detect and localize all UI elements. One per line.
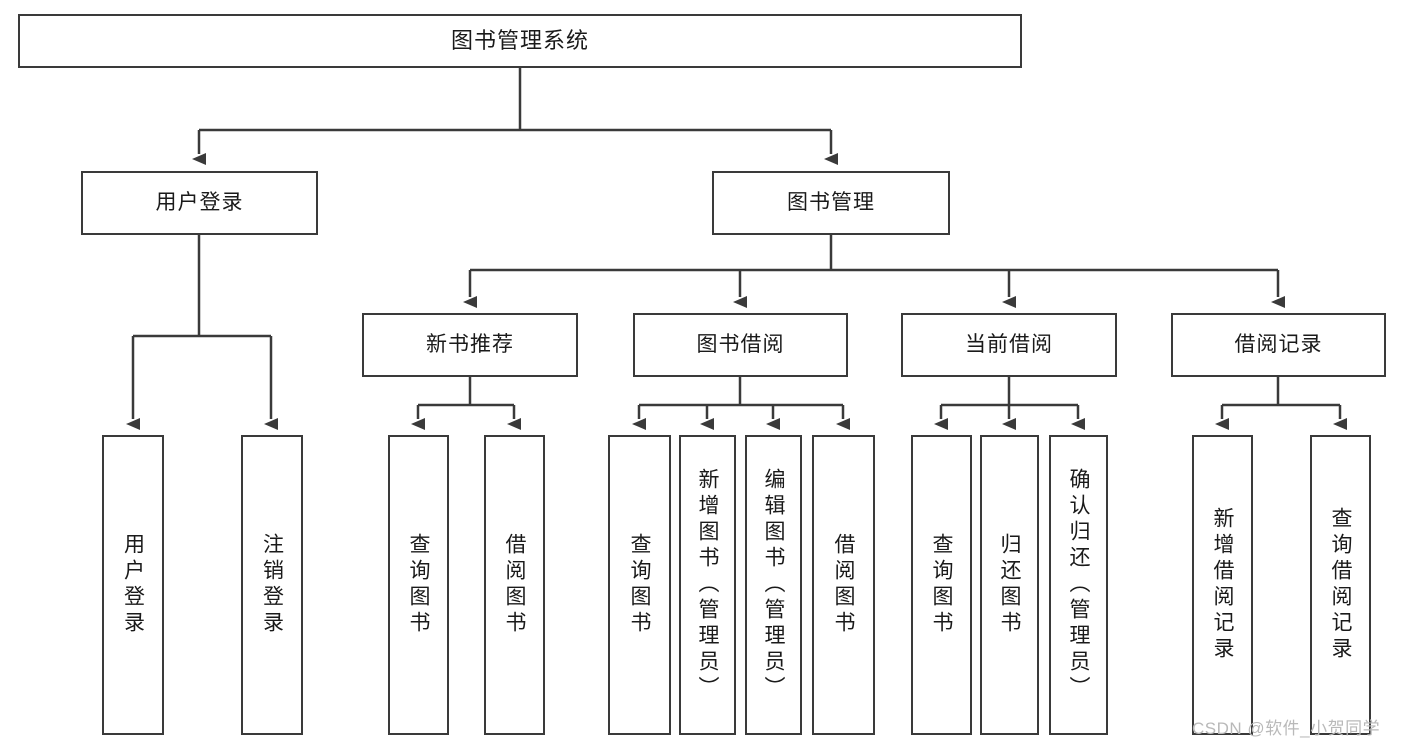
- node-book-manage[interactable]: 图书管理: [712, 171, 950, 235]
- node-label: 新增图书（管理员）: [696, 468, 719, 702]
- node-label: 新增借阅记录: [1211, 507, 1234, 663]
- node-label: 查询借阅记录: [1329, 507, 1352, 663]
- node-current-borrow[interactable]: 当前借阅: [901, 313, 1117, 377]
- node-label: 查询图书: [628, 533, 651, 637]
- node-leaf-query-book-2[interactable]: 查询图书: [608, 435, 671, 735]
- node-leaf-borrow-book-2[interactable]: 借阅图书: [812, 435, 875, 735]
- node-label: 确认归还（管理员）: [1067, 468, 1090, 702]
- node-borrow-record[interactable]: 借阅记录: [1171, 313, 1386, 377]
- node-leaf-query-book-3[interactable]: 查询图书: [911, 435, 972, 735]
- node-label: 查询图书: [930, 533, 953, 637]
- node-label: 借阅图书: [832, 533, 855, 637]
- node-leaf-add-record[interactable]: 新增借阅记录: [1192, 435, 1253, 735]
- node-label: 归还图书: [998, 533, 1021, 637]
- node-label: 编辑图书（管理员）: [762, 468, 785, 702]
- node-label: 用户登录: [155, 190, 244, 214]
- node-label: 图书管理系统: [450, 28, 589, 54]
- node-label: 新书推荐: [426, 332, 514, 356]
- node-leaf-edit-book[interactable]: 编辑图书（管理员）: [745, 435, 802, 735]
- node-label: 用户登录: [121, 533, 145, 637]
- node-label: 借阅图书: [503, 533, 526, 637]
- node-leaf-confirm-return[interactable]: 确认归还（管理员）: [1049, 435, 1108, 735]
- node-label: 查询图书: [407, 533, 430, 637]
- node-new-book-recommend[interactable]: 新书推荐: [362, 313, 578, 377]
- node-label: 借阅记录: [1234, 332, 1323, 356]
- node-leaf-user-login[interactable]: 用户登录: [102, 435, 164, 735]
- node-label: 图书借阅: [696, 332, 785, 356]
- node-leaf-query-record[interactable]: 查询借阅记录: [1310, 435, 1371, 735]
- node-label: 当前借阅: [965, 332, 1053, 356]
- node-leaf-user-logout[interactable]: 注销登录: [241, 435, 303, 735]
- node-user-login[interactable]: 用户登录: [81, 171, 318, 235]
- node-label: 注销登录: [260, 533, 284, 637]
- node-book-borrow[interactable]: 图书借阅: [633, 313, 848, 377]
- node-leaf-return-book[interactable]: 归还图书: [980, 435, 1039, 735]
- node-leaf-query-book-1[interactable]: 查询图书: [388, 435, 449, 735]
- node-label: 图书管理: [787, 190, 875, 214]
- node-root-system[interactable]: 图书管理系统: [18, 14, 1022, 68]
- node-leaf-borrow-book-1[interactable]: 借阅图书: [484, 435, 545, 735]
- csdn-watermark: CSDN @软件_小贺同学: [1192, 719, 1381, 738]
- node-leaf-add-book[interactable]: 新增图书（管理员）: [679, 435, 736, 735]
